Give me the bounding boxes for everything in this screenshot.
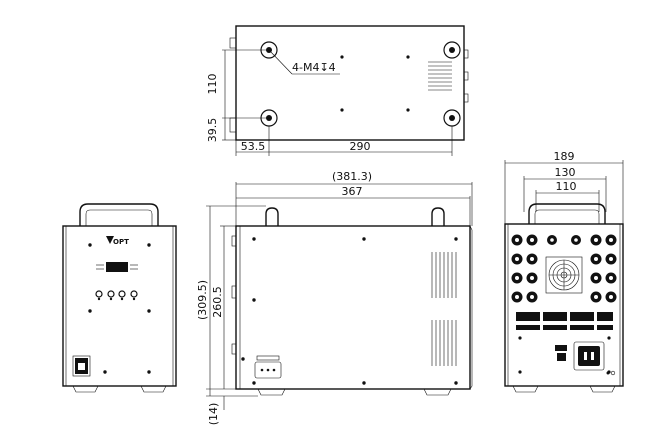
display-screen: [106, 262, 128, 272]
foot-mount-hole: [443, 109, 461, 127]
thread-callout: 4-M4↧4: [292, 61, 336, 74]
dim-mount-offset-y: 39.5: [206, 118, 219, 143]
front-panel: [62, 225, 177, 387]
svg-text:OPT: OPT: [113, 238, 129, 246]
dim-mount-spacing-y: 110: [206, 74, 219, 95]
side-vent-lower: [431, 320, 457, 366]
output-connector: [590, 272, 602, 284]
vent-slots: [428, 61, 452, 91]
output-connector: [547, 235, 557, 245]
cooling-fan: [545, 256, 583, 294]
dim-handle-inner: 110: [556, 180, 577, 193]
output-connector: [605, 291, 617, 303]
side-connector: [254, 355, 282, 379]
side-view: (381.3) 367 (309.5) 260.5 (14): [196, 170, 473, 426]
rear-handle: [528, 203, 606, 224]
dim-mount-offset-x: 53.5: [241, 140, 266, 153]
dim-body-height: 260.5: [211, 286, 224, 318]
dim-rear-width: 189: [554, 150, 575, 163]
power-switch: [72, 355, 91, 377]
output-connector: [571, 235, 581, 245]
control-knob: [130, 290, 138, 301]
dim-mount-spacing-x: 290: [350, 140, 371, 153]
output-connector: [511, 253, 523, 265]
output-connector: [605, 234, 617, 246]
foot-mount-hole: [443, 41, 461, 59]
side-handle-right: [431, 207, 445, 226]
side-handle-left: [265, 207, 279, 226]
output-connector: [526, 291, 538, 303]
top-left-connector-2: [229, 117, 237, 133]
dim-overall-height: (309.5): [196, 280, 209, 320]
dim-body-length: 367: [342, 185, 363, 198]
power-inlet: [573, 341, 616, 376]
network-port: [555, 345, 567, 361]
top-view: 4-M4↧4 110 39.5 53.5 290: [206, 25, 469, 156]
dim-overall-length: (381.3): [332, 170, 372, 183]
side-vent-upper: [431, 252, 457, 298]
rear-panel: [504, 223, 624, 387]
output-connector: [590, 253, 602, 265]
top-left-connector: [229, 37, 237, 49]
control-knob: [107, 290, 115, 301]
output-connector: [511, 272, 523, 284]
terminal-block-row: [516, 312, 613, 330]
output-connector: [511, 291, 523, 303]
dim-foot-height: (14): [207, 403, 220, 426]
front-view: OPT: [62, 203, 177, 393]
dim-handle-outer: 130: [555, 166, 576, 179]
top-view-body: [235, 25, 465, 141]
output-connector: [526, 272, 538, 284]
output-connector: [511, 234, 523, 246]
control-knob: [118, 290, 126, 301]
output-connector: [526, 234, 538, 246]
output-connector: [590, 291, 602, 303]
front-handle: [79, 203, 159, 226]
output-connector: [526, 253, 538, 265]
control-knob: [95, 290, 103, 301]
brand-logo: OPT: [106, 236, 129, 246]
output-connector: [605, 272, 617, 284]
rear-view: 189 130 110: [504, 150, 624, 393]
side-panel: [235, 225, 471, 390]
output-connector: [590, 234, 602, 246]
output-connector: [605, 253, 617, 265]
